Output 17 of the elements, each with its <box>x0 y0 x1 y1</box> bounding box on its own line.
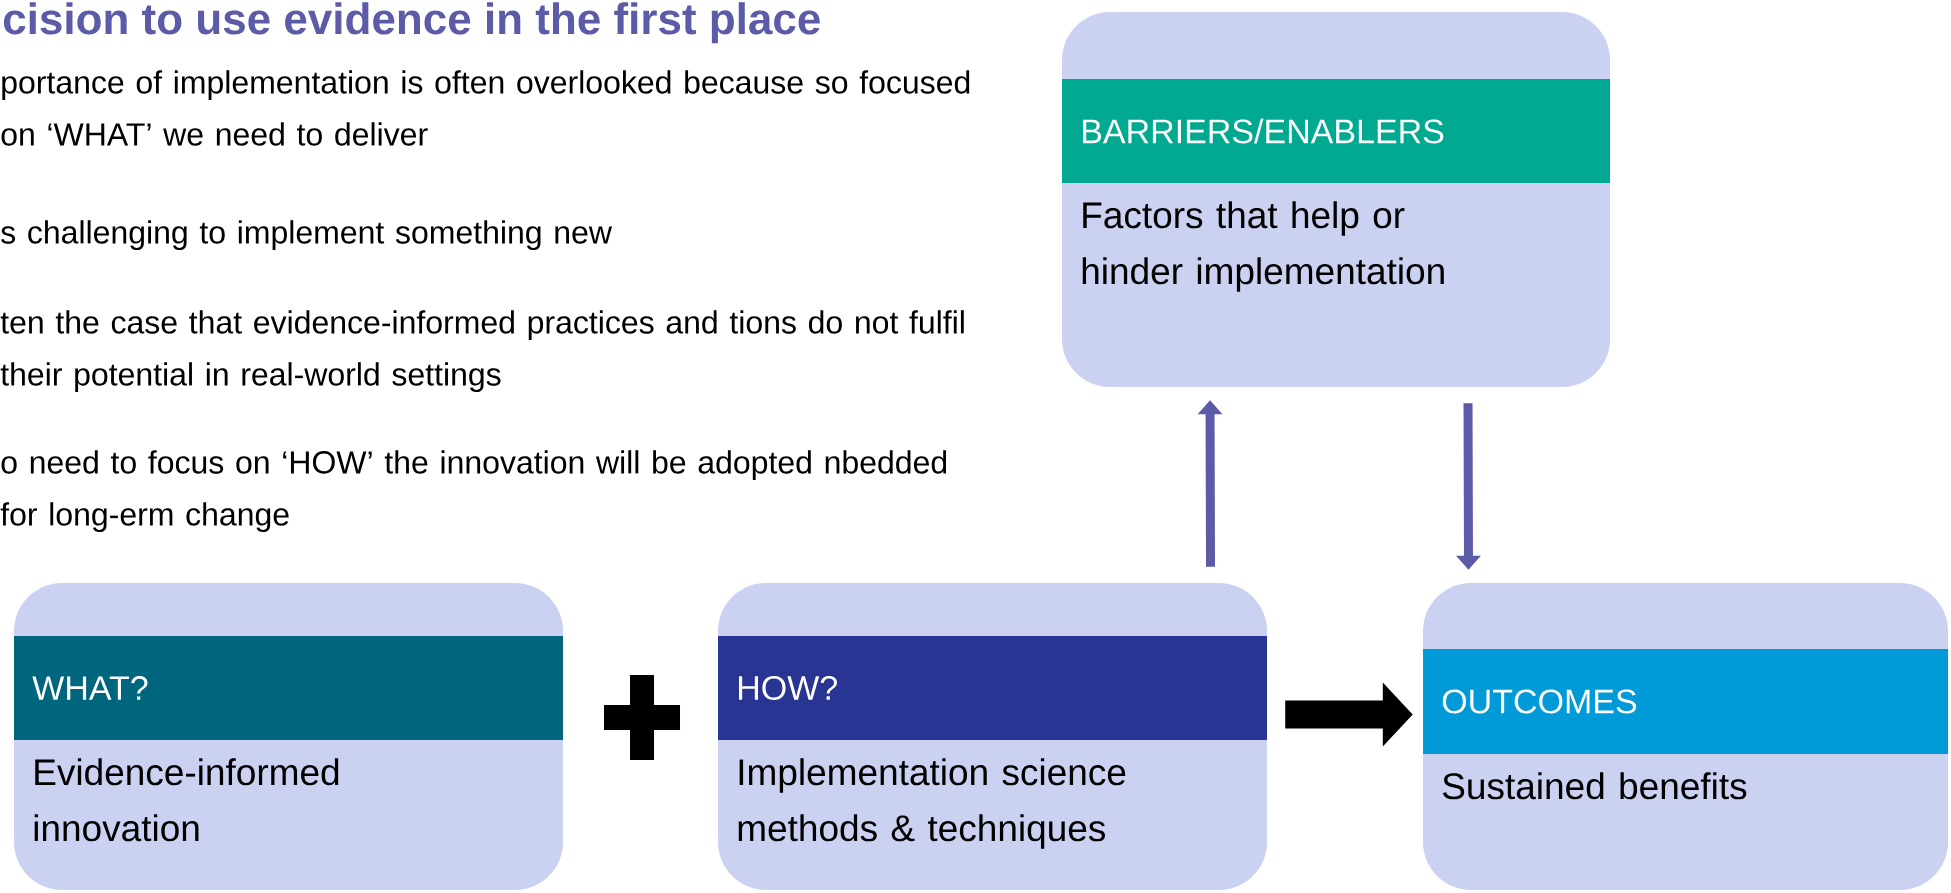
header-text: HOW? <box>739 675 837 701</box>
header-text: BARRIERS/ENABLERS <box>1083 118 1444 144</box>
bullet-text: ten the case that evidence-informed practices and tions do not fulfil their potential in real-world settings <box>0 310 964 392</box>
rounded-box <box>718 583 1267 890</box>
body-text: Sustained benefits <box>1442 772 1747 800</box>
body-text: Evidence-informed innovation <box>34 758 339 842</box>
rounded-box <box>1423 583 1948 890</box>
rounded-box <box>14 583 563 890</box>
header-text: OUTCOMES <box>1442 689 1637 714</box>
bullet-text: o need to focus on ‘HOW’ the innovation will be adopted nbedded for long-erm change <box>0 450 947 532</box>
body-text: Factors that help or hinder implementation <box>1082 201 1444 292</box>
title: cision to use evidence in the first place <box>3 2 820 44</box>
bullet-text: s challenging to implement something new <box>1 220 612 250</box>
bullet-text: portance of implementation is often overlooked because so focused on ‘WHAT’ we need to deliver <box>1 70 970 146</box>
body-text: Implementation science methods & techniques <box>738 758 1126 849</box>
header-text: WHAT? <box>32 676 148 700</box>
rounded-box <box>1062 12 1610 387</box>
